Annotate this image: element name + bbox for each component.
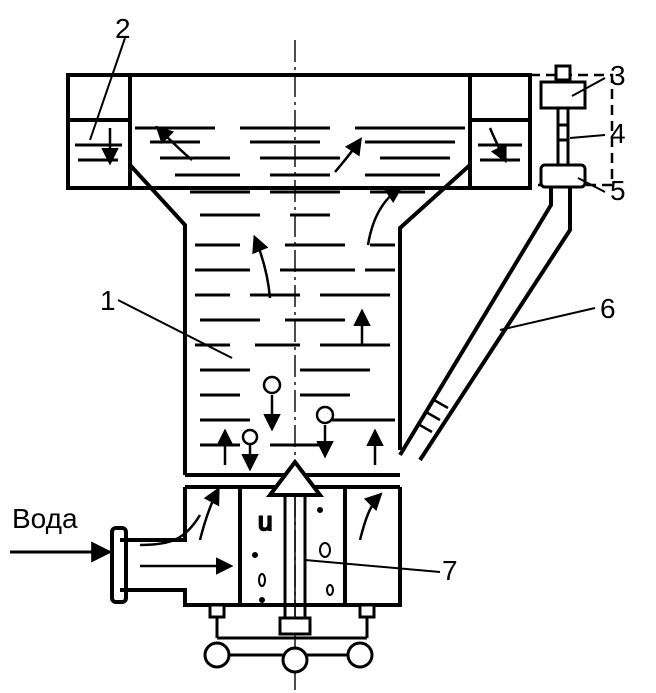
overflow-tube [398,188,572,462]
label-5: 5 [610,175,626,206]
granular-filler: u [252,505,334,603]
label-6: 6 [600,293,616,324]
svg-text:u: u [258,506,272,536]
bottom-chamber [120,487,402,607]
leader-lines [89,37,606,573]
central-cone-assembly [265,458,325,636]
labels: 2 3 4 5 6 1 7 Вода [12,13,626,586]
label-2: 2 [115,13,131,44]
drain-valves [203,603,376,674]
label-water: Вода [12,503,78,534]
label-4: 4 [610,118,626,149]
label-1: 1 [100,285,116,316]
label-3: 3 [610,60,626,91]
level-sensor [528,64,614,189]
flow-arrows [101,125,507,541]
water-inlet-pipe [10,514,234,604]
gas-bubbles [241,375,335,446]
liquid-hatching [75,126,522,447]
top-tank [66,73,532,190]
label-7: 7 [442,555,458,586]
